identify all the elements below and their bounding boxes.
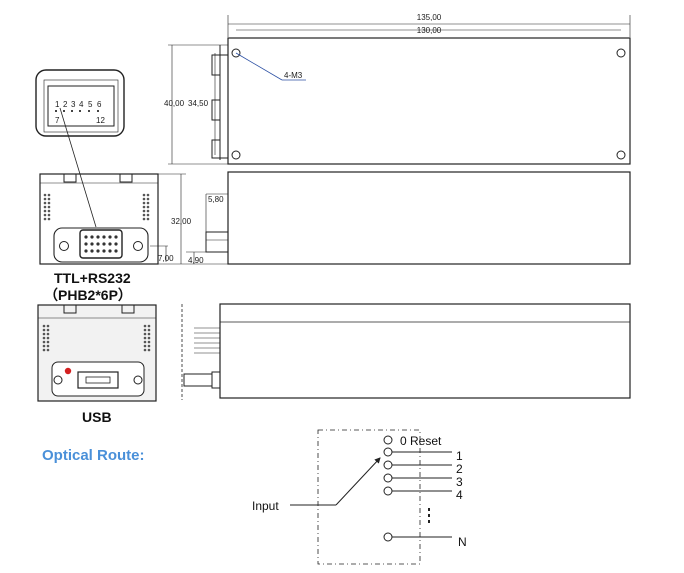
dim-length-total: 135,00 <box>417 13 442 22</box>
output-n: N <box>458 535 467 549</box>
front-view-usb <box>37 304 157 402</box>
input-label: Input <box>252 499 279 513</box>
svg-text:7: 7 <box>55 116 60 125</box>
ttl-pin-grid <box>84 235 118 253</box>
ttl-subtitle: （PHB2*6P） <box>44 287 132 303</box>
status-led-icon <box>64 367 72 375</box>
side-view <box>186 171 631 265</box>
svg-text:5: 5 <box>88 100 93 109</box>
output-2: 2 <box>456 462 463 476</box>
svg-text:6: 6 <box>97 100 102 109</box>
svg-text:4: 4 <box>79 100 84 109</box>
output-3: 3 <box>456 475 463 489</box>
svg-text:12: 12 <box>96 116 105 125</box>
connector-pins: 1 2 3 4 5 6 7 12 <box>55 100 105 125</box>
dim-flange: 5,80 <box>208 195 224 204</box>
ttl-vent-grid <box>43 193 150 221</box>
svg-text:1: 1 <box>55 100 60 109</box>
output-1: 1 <box>456 449 463 463</box>
svg-text:3: 3 <box>71 100 76 109</box>
ttl-title: TTL+RS232 <box>54 270 131 286</box>
svg-text:2: 2 <box>63 100 68 109</box>
usb-title: USB <box>82 409 112 425</box>
dim-length-holes: 130,00 <box>417 26 442 35</box>
dim-offset-right: 4,90 <box>188 256 204 265</box>
optical-route-label: Optical Route: <box>42 447 145 464</box>
side-view-usb <box>181 303 631 400</box>
connector-detail <box>35 69 125 228</box>
route-ellipsis <box>428 508 430 523</box>
dim-depth: 32,00 <box>171 217 192 226</box>
output-reset: 0 Reset <box>400 434 442 448</box>
dim-offset-left: 7,00 <box>158 254 174 263</box>
front-view-ttl <box>39 173 186 265</box>
dim-height-total: 40,00 <box>164 99 185 108</box>
route-schematic <box>290 429 452 565</box>
holes-label: 4-M3 <box>284 71 303 80</box>
top-view <box>168 15 631 165</box>
dim-height-holes: 34,50 <box>188 99 209 108</box>
output-4: 4 <box>456 488 463 502</box>
